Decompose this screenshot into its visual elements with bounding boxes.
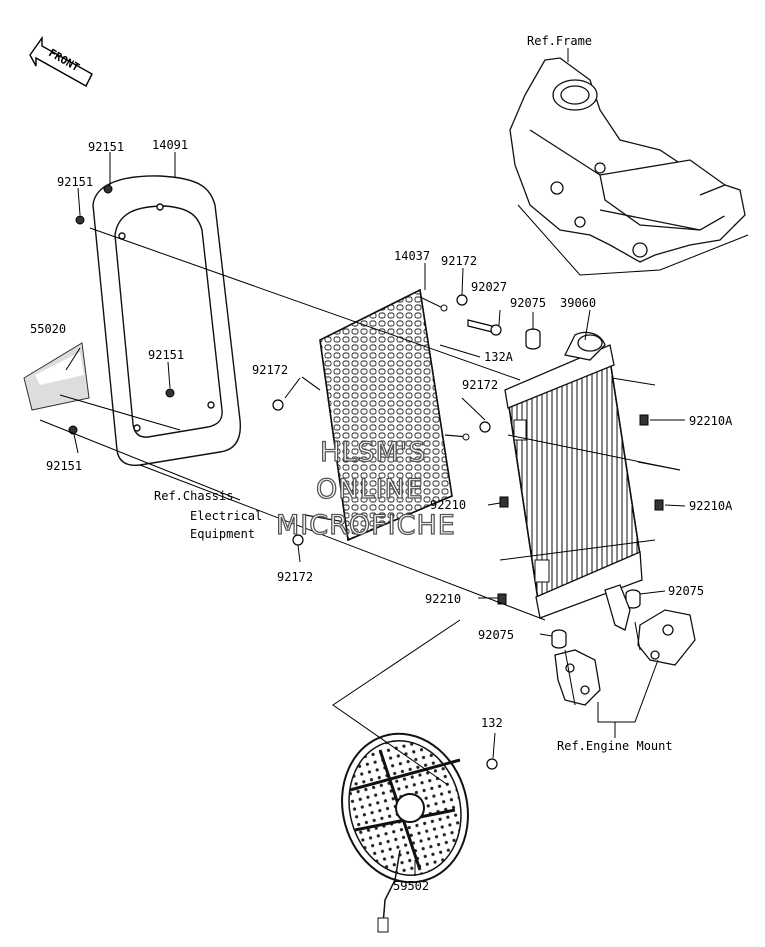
- part-label-92027: 92027: [471, 280, 508, 294]
- part-label-92210-a: 92210: [430, 498, 467, 512]
- engine-mount-leaders: [564, 621, 659, 738]
- ref-chassis-label-line2: Electrical: [190, 509, 263, 523]
- part-label-39060: 39060: [560, 296, 597, 310]
- part-label-59502: 59502: [393, 879, 430, 893]
- part-label-55020: 55020: [30, 322, 67, 336]
- part-label-14037: 14037: [394, 249, 431, 263]
- part-label-92151-b: 92151: [57, 175, 94, 189]
- part-label-14091: 14091: [152, 138, 189, 152]
- part-label-92210a-a: 92210A: [689, 414, 733, 428]
- radiator-core: [504, 331, 643, 631]
- part-label-92151-c: 92151: [148, 348, 185, 362]
- radiator-grille: [301, 288, 470, 542]
- caution-label-55020: [23, 342, 90, 411]
- grommet-icons-92075: [525, 328, 641, 649]
- clip-icons-92210: [497, 414, 664, 605]
- ref-frame-label: Ref.Frame: [527, 34, 593, 48]
- engine-mount-brackets: [554, 609, 696, 706]
- leader-lines: [39, 152, 686, 876]
- part-label-92172-b: 92172: [252, 363, 289, 377]
- part-label-92172-d: 92172: [277, 570, 314, 584]
- cooling-fan: [341, 732, 498, 933]
- part-label-132a: 132A: [484, 350, 513, 364]
- ref-chassis-label-line1: Ref.Chassis: [154, 489, 234, 503]
- frame-drawing: [509, 57, 746, 263]
- part-label-132: 132: [481, 716, 503, 730]
- watermark-line3: MICROFICHE: [275, 510, 456, 541]
- part-label-92151-a: 92151: [88, 140, 125, 154]
- part-label-92172-c: 92172: [462, 378, 499, 392]
- ref-chassis-label-line3: Equipment: [190, 527, 256, 541]
- part-label-92151-d: 92151: [46, 459, 83, 473]
- fan-ref-lines: [332, 619, 461, 786]
- front-arrow-icon: FRONT: [29, 35, 93, 87]
- part-label-92075-b: 92075: [668, 584, 705, 598]
- ref-engine-mount-label: Ref.Engine Mount: [557, 739, 673, 753]
- watermark-line1: HLSM'S: [319, 437, 427, 468]
- part-label-92210-b: 92210: [425, 592, 462, 606]
- radiator-shroud: [92, 175, 242, 467]
- part-label-92075-a: 92075: [510, 296, 547, 310]
- watermark-line2: ONLINE: [315, 474, 424, 505]
- part-label-92210a-b: 92210A: [689, 499, 733, 513]
- part-label-92075-c: 92075: [478, 628, 515, 642]
- part-label-92172-a: 92172: [441, 254, 478, 268]
- frame-ref-line: [517, 204, 749, 276]
